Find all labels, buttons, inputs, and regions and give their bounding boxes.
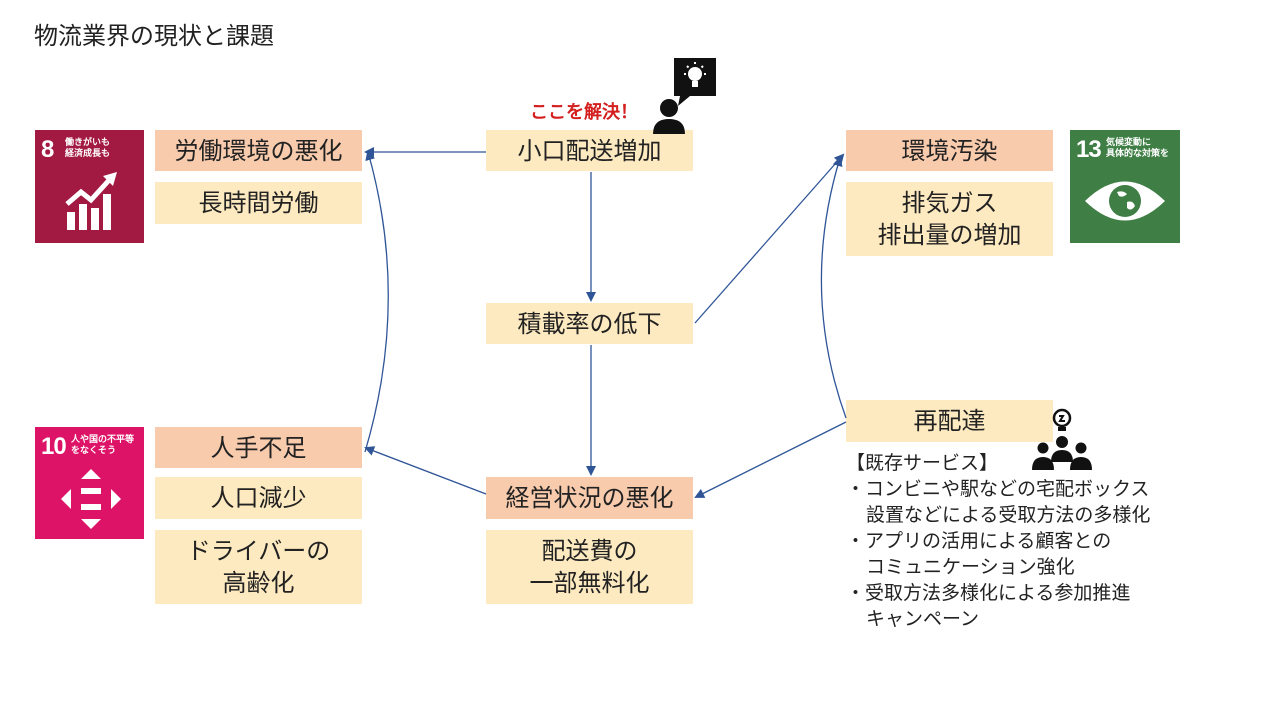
pollution-box: 環境汚染: [846, 130, 1053, 171]
arrow-business-to-shortage: [364, 446, 487, 495]
emissions-box: 排気ガス 排出量の増加: [846, 182, 1053, 256]
equality-icon: [61, 469, 121, 529]
long-hours-box: 長時間労働: [155, 182, 362, 224]
sdg-8-caption: 働きがいも 経済成長も: [65, 138, 111, 159]
arrow-loadrate-to-pollution: [694, 153, 845, 324]
arrow-redelivery-to-pollution: [820, 156, 847, 419]
callout-label: ここを解決！: [530, 102, 638, 123]
sdg-13-badge: 13 気候変動に 具体的な対策を: [1070, 130, 1180, 243]
services-item: ・受取方法多様化による参加推進: [846, 582, 1131, 604]
business-deterioration-box: 経営状況の悪化: [486, 477, 693, 519]
services-item: ・アプリの活用による顧客との: [846, 530, 1112, 552]
sdg-10-badge: 10 人や国の不平等 をなくそう: [35, 427, 144, 539]
sdg-13-caption: 気候変動に 具体的な対策を: [1106, 138, 1170, 159]
sdg-8-badge: 8 働きがいも 経済成長も: [35, 130, 144, 243]
services-item: キャンペーン: [866, 608, 980, 630]
population-decline-box: 人口減少: [155, 477, 362, 519]
services-item: コミュニケーション強化: [866, 556, 1075, 578]
arrow-shortage-to-labor: [364, 150, 389, 453]
services-item: 設置などによる受取方法の多様化: [866, 504, 1151, 526]
labor-shortage-box: 人手不足: [155, 427, 362, 468]
arrow-redelivery-to-business: [694, 421, 847, 498]
redelivery-box: 再配達: [846, 400, 1053, 442]
person-idea-icon: [653, 58, 716, 134]
sdg-8-number: 8: [41, 136, 54, 163]
free-shipping-box: 配送費の 一部無料化: [486, 530, 693, 604]
services-heading: 【既存サービス】: [846, 452, 999, 474]
small-delivery-box: 小口配送増加: [486, 130, 693, 171]
sdg-10-caption: 人や国の不平等 をなくそう: [71, 435, 135, 456]
sdg-10-number: 10: [41, 433, 67, 460]
labor-environment-box: 労働環境の悪化: [155, 130, 362, 171]
team-idea-icon: [1032, 408, 1092, 470]
growth-chart-icon: [65, 172, 117, 230]
sdg-13-number: 13: [1076, 136, 1102, 163]
eye-globe-icon: [1085, 181, 1165, 221]
services-item: ・コンビニや駅などの宅配ボックス: [846, 478, 1150, 500]
driver-aging-box: ドライバーの 高齢化: [155, 530, 362, 604]
existing-services: 【既存サービス】 ・コンビニや駅などの宅配ボックス 設置などによる受取方法の多様…: [846, 450, 1150, 632]
page-title: 物流業界の現状と課題: [34, 22, 274, 50]
load-rate-box: 積載率の低下: [486, 303, 693, 344]
